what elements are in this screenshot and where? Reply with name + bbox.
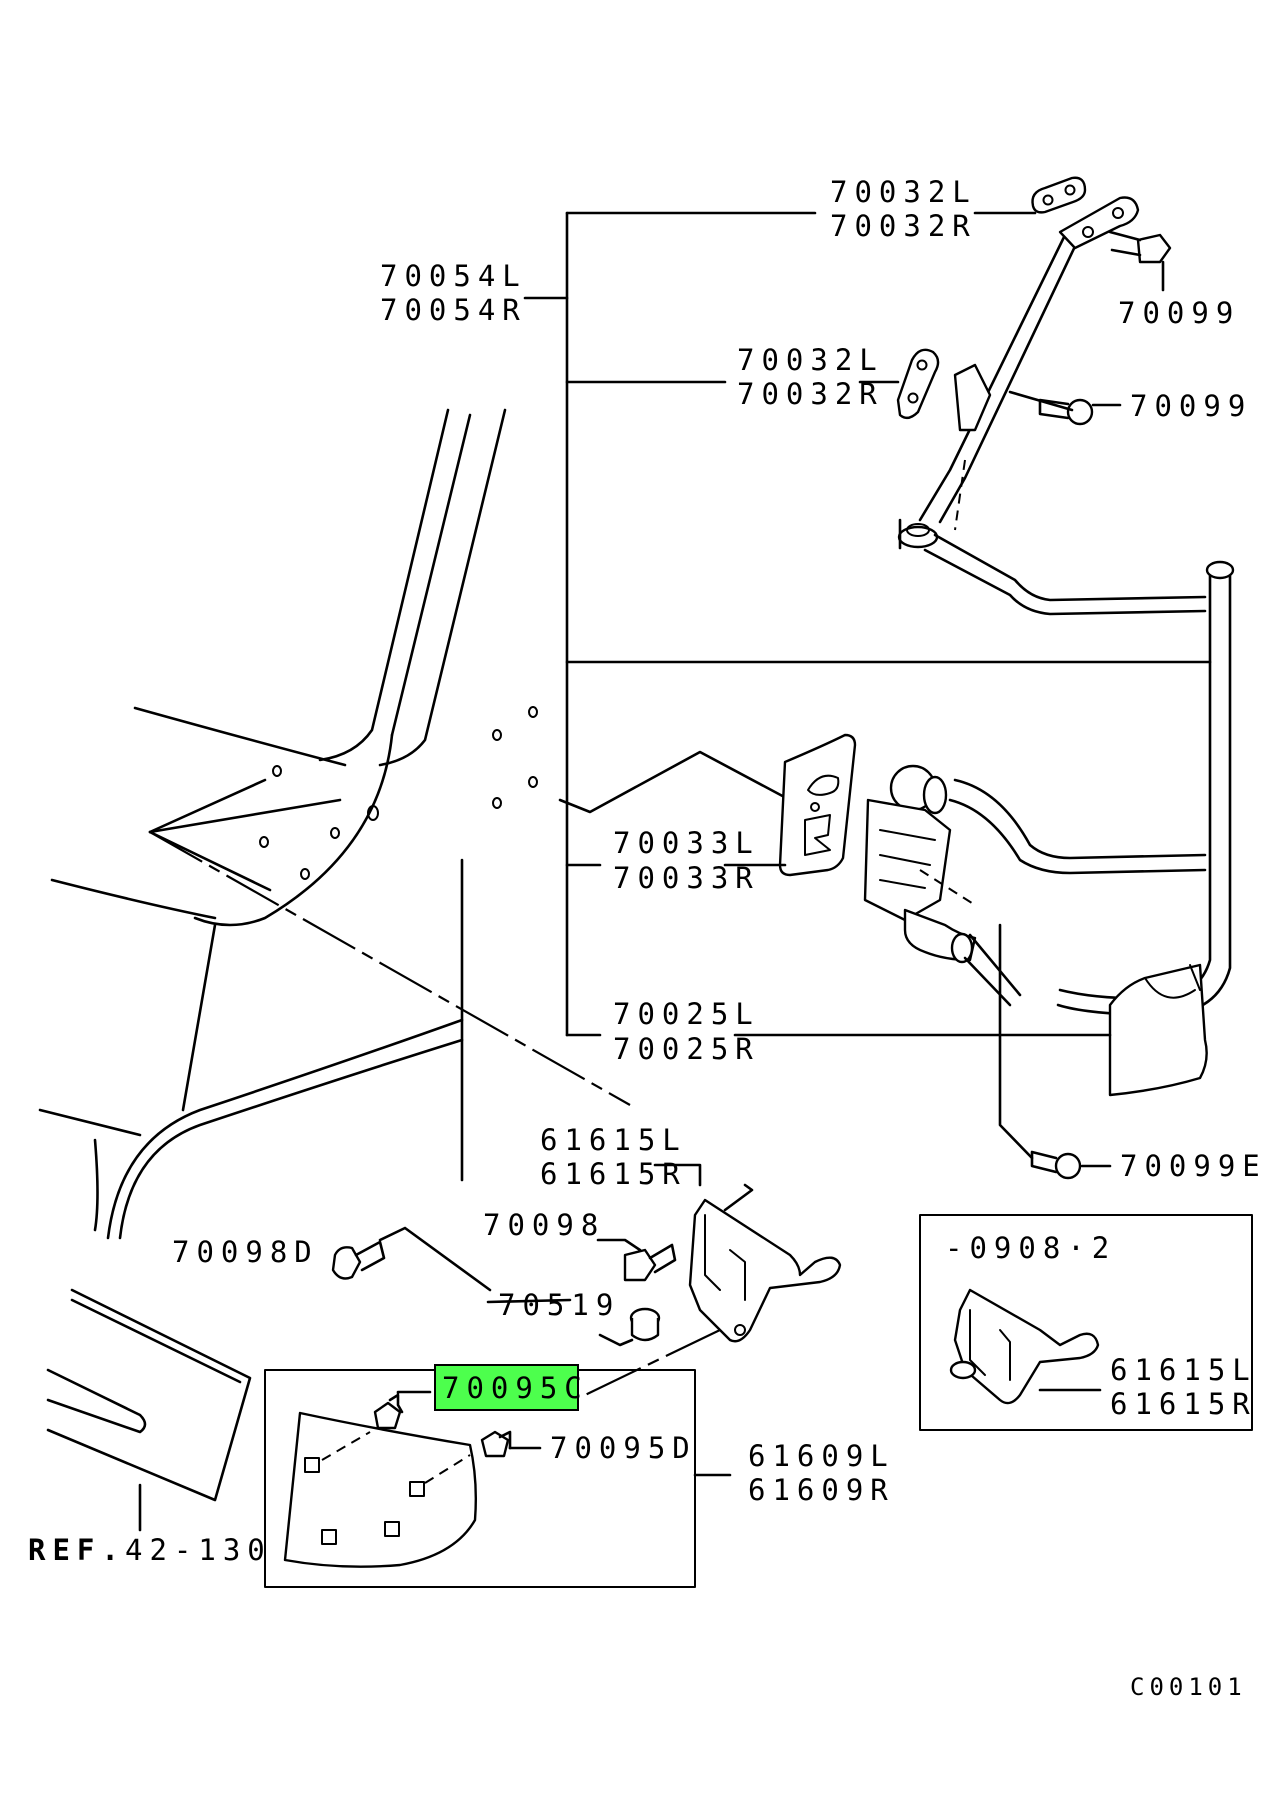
label-70054r[interactable]: 70054R: [380, 293, 527, 327]
bracket-line-70054: [523, 211, 1212, 1037]
label-70033l[interactable]: 70033L: [613, 826, 760, 860]
label-70032r-mid[interactable]: 70032R: [737, 377, 884, 411]
bolt-70098: [596, 1238, 677, 1282]
label-ref-prefix: REF.: [28, 1533, 126, 1567]
cab-body-outline: [38, 408, 538, 1240]
bolt-70099-mid: [1008, 390, 1122, 426]
label-70033r[interactable]: 70033R: [613, 861, 760, 895]
label-70025r[interactable]: 70025R: [613, 1032, 760, 1066]
plate-70032-mid: [896, 348, 940, 420]
bolt-70098d: [331, 1226, 492, 1292]
label-ref-number[interactable]: 42-130: [125, 1533, 272, 1567]
label-61609r[interactable]: 61609R: [748, 1473, 895, 1507]
ref-bumper-trim: [46, 1288, 252, 1532]
label-70025l[interactable]: 70025L: [613, 997, 760, 1031]
label-70519[interactable]: 70519: [498, 1288, 620, 1322]
bolt-70099-top: [1108, 230, 1172, 292]
bolt-70099e: [998, 923, 1112, 1180]
cover-70025: [1108, 963, 1208, 1097]
label-inset-61615l[interactable]: 61615L: [1110, 1353, 1257, 1387]
label-70098d[interactable]: 70098D: [172, 1235, 319, 1269]
label-70054l[interactable]: 70054L: [380, 259, 527, 293]
label-61615l[interactable]: 61615L: [540, 1123, 687, 1157]
diagram-code: C00101: [1130, 1673, 1247, 1701]
label-70099-mid[interactable]: 70099: [1130, 389, 1252, 423]
label-inset-code: -0908·2: [945, 1231, 1116, 1265]
label-70099-top[interactable]: 70099: [1118, 296, 1240, 330]
label-leaders: [486, 211, 1112, 1304]
label-inset-61615r[interactable]: 61615R: [1110, 1387, 1257, 1421]
label-70099e[interactable]: 70099E: [1120, 1149, 1267, 1183]
label-70098[interactable]: 70098: [483, 1208, 605, 1242]
plate-70032-top: [1031, 176, 1087, 214]
label-70095c[interactable]: 70095C: [442, 1371, 589, 1405]
bracket-61615: [653, 1163, 842, 1343]
label-70095d[interactable]: 70095D: [550, 1431, 697, 1465]
label-70032l-top[interactable]: 70032L: [830, 175, 977, 209]
mirror-stay-assembly: [863, 196, 1235, 1017]
inset-box: [919, 1214, 1253, 1431]
nut-70519: [598, 1307, 661, 1347]
dash-leader-70095c: [584, 1329, 721, 1396]
label-70032r-top[interactable]: 70032R: [830, 209, 977, 243]
label-61615r[interactable]: 61615R: [540, 1157, 687, 1191]
plate-70033: [778, 733, 857, 877]
highlight-70095c-box: [434, 1364, 579, 1411]
label-61609l[interactable]: 61609L: [748, 1439, 895, 1473]
dash-leader-body-bracket: [149, 831, 631, 1106]
label-70032l-mid[interactable]: 70032L: [737, 343, 884, 377]
